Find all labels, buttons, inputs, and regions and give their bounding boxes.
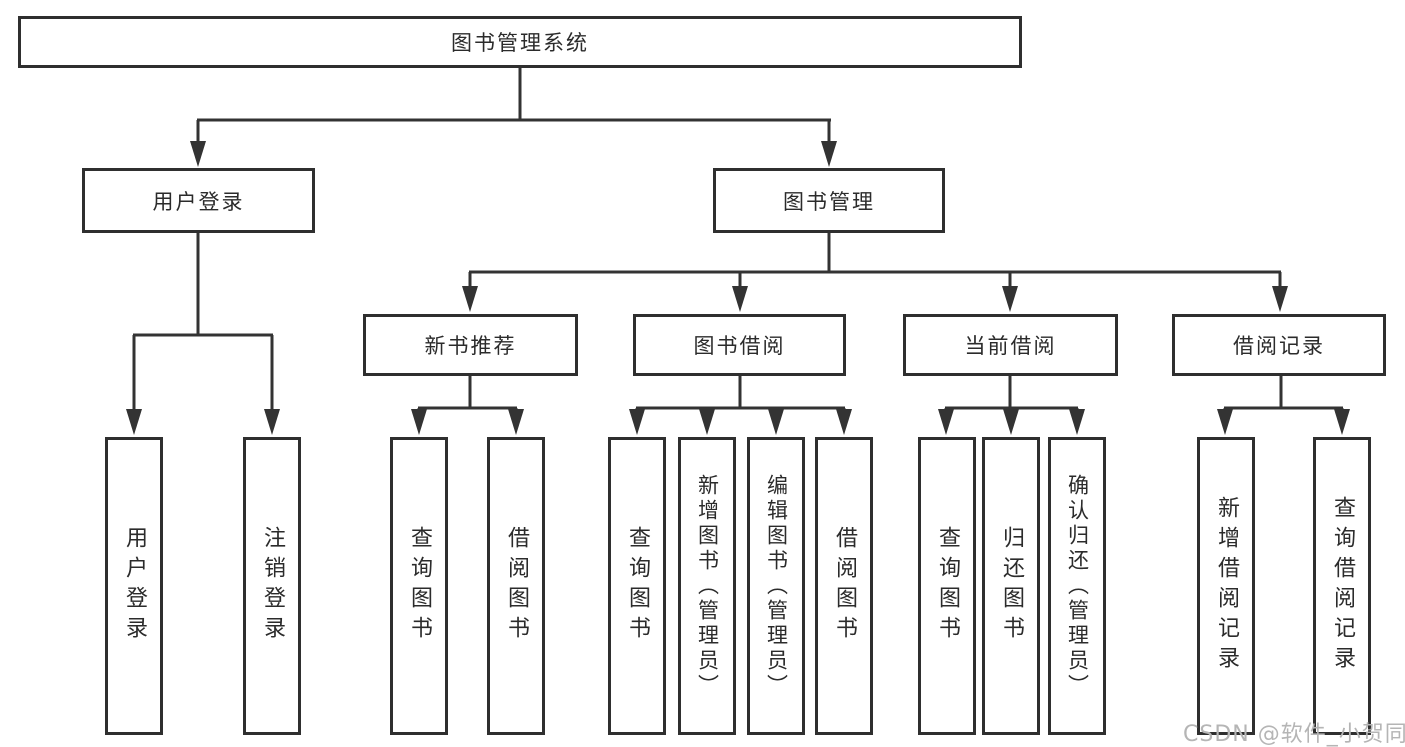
leaf-borrow-add-admin: 新增图书（管理员） (678, 437, 736, 735)
node-user-login: 用户登录 (82, 168, 315, 233)
arrowhead-icons (126, 141, 1350, 435)
leaf-newbooks-borrow: 借阅图书 (487, 437, 545, 735)
leaf-borrow-edit-admin: 编辑图书（管理员） (747, 437, 805, 735)
node-current-borrow: 当前借阅 (903, 314, 1118, 376)
leaf-records-query: 查询借阅记录 (1313, 437, 1371, 735)
leaf-current-return: 归还图书 (982, 437, 1040, 735)
node-book-borrow: 图书借阅 (633, 314, 846, 376)
leaf-borrow-query: 查询图书 (608, 437, 666, 735)
leaf-borrow-borrow: 借阅图书 (815, 437, 873, 735)
node-new-books: 新书推荐 (363, 314, 578, 376)
csdn-watermark: CSDN @软件_小贺同学 (1183, 722, 1405, 747)
leaf-current-confirm-admin: 确认归还（管理员） (1048, 437, 1106, 735)
node-borrow-records: 借阅记录 (1172, 314, 1386, 376)
node-root: 图书管理系统 (18, 16, 1022, 68)
leaf-user-login: 用户登录 (105, 437, 163, 735)
leaf-newbooks-query: 查询图书 (390, 437, 448, 735)
leaf-current-query: 查询图书 (918, 437, 976, 735)
node-book-mgmt: 图书管理 (713, 168, 945, 233)
leaf-records-add: 新增借阅记录 (1197, 437, 1255, 735)
leaf-logout: 注销登录 (243, 437, 301, 735)
